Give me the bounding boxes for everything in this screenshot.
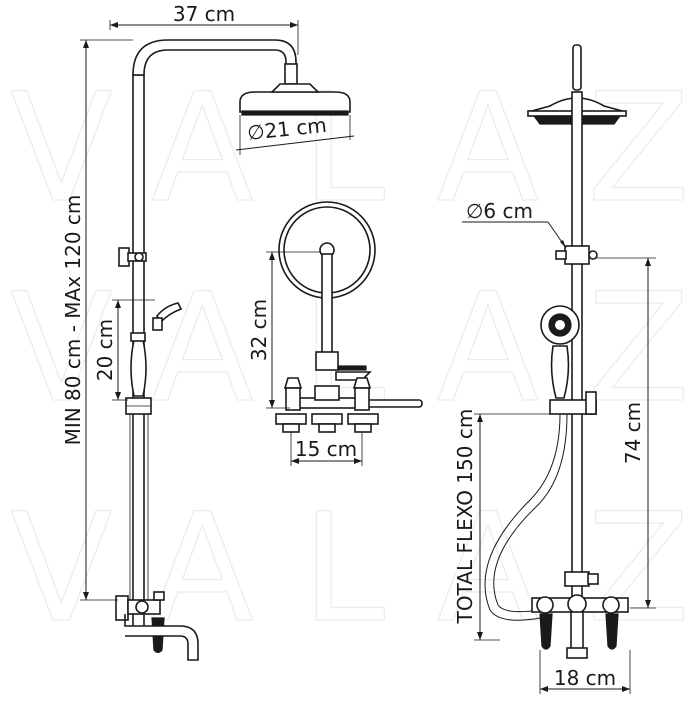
side-view-diverter-cap [134,252,144,262]
label-height-range: MIN 80 cm - MAx 120 cm [61,195,85,446]
front-view-right-handle [354,387,370,411]
side-view-handshower-collar [130,332,146,342]
watermark-row-1: VALAZ [10,62,700,236]
side-view-swivel [284,63,298,85]
rear-view-dimensions: ∅6 cm 74 cm TOTAL FLEXO 150 cm 18 cm [453,199,656,694]
front-view [275,201,423,433]
front-view-nut-left [282,423,300,433]
front-view-diverter [315,351,339,371]
rear-view-spout-tip [566,647,588,659]
side-view-handshower-mount [152,317,163,331]
front-view-flange-right [347,413,379,425]
front-view-dimensions: 32 cm 15 cm [247,251,363,466]
rear-view-holder-clip [585,391,597,415]
side-view-head-nozzles [241,110,349,116]
side-view-head-neck [270,83,320,93]
rear-view-diverter-side [587,573,599,585]
front-view-nut-right [354,423,372,433]
front-view-nut-center [318,423,336,433]
rear-view-diverter [564,245,590,265]
rear-view-handshower-handle [550,345,570,399]
side-view-mixer-nut [135,600,149,614]
front-view-right-handle-cap [352,377,372,389]
label-head-arm-width: 37 cm [173,2,235,26]
rear-view-rod [571,91,583,613]
front-view-holder-top [337,365,367,371]
rear-view-right-lever [605,613,619,650]
front-view-spout [365,399,423,408]
label-handshower-offset: 20 cm [93,319,117,381]
label-mixer-spacing-front: 15 cm [295,437,357,461]
front-view-riser [321,253,333,355]
rear-view-diverter-knob [555,250,567,260]
front-view-left-handle-cap [283,377,303,389]
front-view-left-handle [285,387,301,411]
label-rod-diameter: ∅6 cm [466,199,533,223]
side-view [115,39,351,661]
side-view-handshower-head [156,302,183,324]
rear-view [484,44,629,659]
rear-view-spout [570,611,584,651]
side-view-spout [124,614,199,661]
rear-view-mixer-center [567,594,587,614]
rear-view-mixer-left-nut [536,596,554,614]
rear-view-top-tube [572,44,582,91]
rear-view-hose [484,413,561,621]
rear-view-diverter-cap [588,250,598,260]
side-view-diverter-top [153,591,165,601]
label-hose-length: TOTAL FLEXO 150 cm [453,409,477,625]
label-wall-mount-height: 32 cm [247,299,271,361]
side-view-handshower-handle [130,339,147,397]
side-view-head [239,91,351,113]
label-mixer-spacing-right: 18 cm [554,666,616,690]
label-handshower-holder-height: 74 cm [621,402,645,464]
rear-view-diverter-block [564,571,590,587]
front-view-flange-left [275,413,307,425]
rear-view-mixer-right-nut [602,596,620,614]
front-view-flange-center [311,413,343,425]
front-view-mixer-center [314,385,340,401]
watermark-row-3: VALAZ [10,482,700,656]
rear-view-left-lever [539,613,553,650]
